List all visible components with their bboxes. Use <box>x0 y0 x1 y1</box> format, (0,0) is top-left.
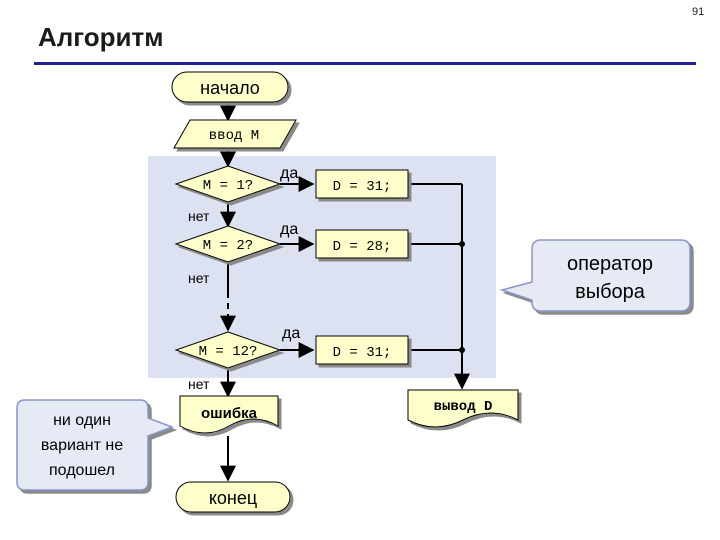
output-label: вывод D <box>434 399 493 415</box>
assign-label: D = 28; <box>333 239 392 255</box>
no-label: нет <box>188 270 210 286</box>
assign-label: D = 31; <box>333 345 392 361</box>
error-output-block: ошибка <box>179 395 279 434</box>
assign-d-31-last: D = 31; <box>315 335 409 365</box>
junction-dot <box>459 347 465 353</box>
callout-line: выбора <box>575 281 646 303</box>
assign-d-28: D = 28; <box>315 229 409 259</box>
callout-line: оператор <box>567 253 653 275</box>
input-block: ввод M <box>173 119 297 149</box>
condition-label: M = 2? <box>203 238 253 254</box>
no-label: нет <box>188 376 210 392</box>
output-block: вывод D <box>407 389 519 428</box>
title-divider <box>34 62 696 65</box>
input-label: ввод M <box>209 128 259 144</box>
callout-line: вариант не <box>41 437 123 454</box>
condition-m-eq-1: M = 1? <box>174 165 282 203</box>
junction-dot <box>459 241 465 247</box>
start-terminal: начало <box>171 71 289 103</box>
assign-label: D = 31; <box>333 179 392 195</box>
callout-line: ни один <box>53 412 111 429</box>
error-label: ошибка <box>201 405 258 422</box>
output-label-text: вывод D <box>434 399 493 415</box>
page-title: Алгоритм <box>38 22 164 52</box>
callout-line: подошел <box>49 462 115 479</box>
no-match-callout: ни один вариант не подошел <box>16 399 175 491</box>
condition-label: M = 1? <box>203 178 253 194</box>
condition-m-eq-12: M = 12? <box>174 331 282 369</box>
start-label: начало <box>200 78 260 98</box>
end-label: конец <box>209 488 257 508</box>
condition-m-eq-2: M = 2? <box>174 225 282 263</box>
no-label: нет <box>188 208 210 224</box>
end-terminal: конец <box>175 481 291 513</box>
condition-label: M = 12? <box>199 344 258 360</box>
connectors <box>220 100 470 482</box>
assign-d-31-first: D = 31; <box>315 169 409 199</box>
slide-number: 91 <box>692 6 705 18</box>
yes-label: да <box>280 221 298 238</box>
yes-label: да <box>280 165 298 182</box>
yes-label: да <box>282 325 300 342</box>
switch-operator-callout: оператор выбора <box>499 239 691 312</box>
